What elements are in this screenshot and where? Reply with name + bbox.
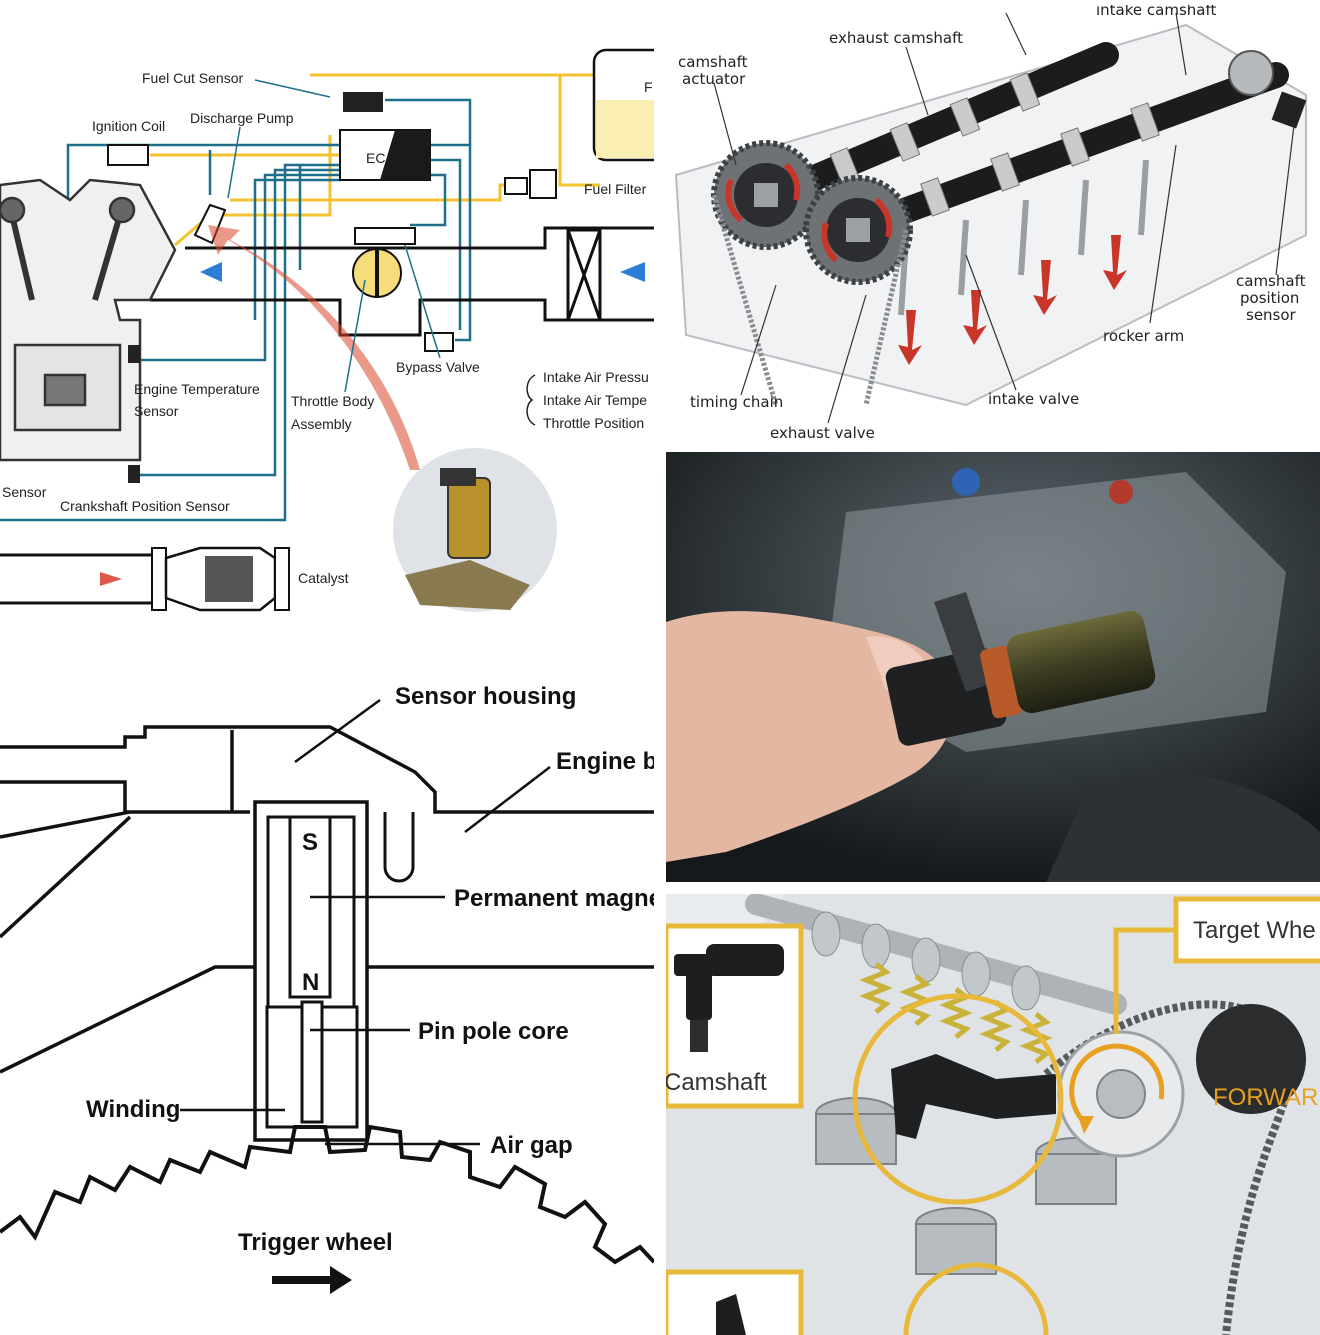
trigger-wheel <box>0 1124 654 1265</box>
forward-label: FORWAR <box>1213 1084 1318 1111</box>
sensor-body <box>253 800 415 1142</box>
pistons <box>815 1097 1117 1275</box>
throttle-body-label-1: Throttle Body <box>291 393 374 409</box>
discharge-pump-label: Discharge Pump <box>190 110 294 126</box>
target-wheel <box>1057 1030 1185 1158</box>
camshaft-position-sensor-icon <box>1228 50 1307 129</box>
exhaust-valve-label: exhaust valve <box>770 424 875 440</box>
engine-temp-label-2: Sensor <box>134 403 179 419</box>
cam-gear <box>1196 1004 1306 1114</box>
crank-sensor <box>885 592 1156 746</box>
sensor-photo-svg <box>666 452 1320 882</box>
leader-lines <box>713 12 1295 424</box>
camshaft-engine-illustration: intake camshaft exhaust camshaft camshaf… <box>666 5 1320 440</box>
bypass-valve-label: Bypass Valve <box>396 359 480 375</box>
fuel-filter-icon <box>504 169 557 199</box>
pole-s-label: S <box>302 829 318 856</box>
sensor-cross-section-svg: S N Sensor housing Engine bl Permanent m… <box>0 683 654 1294</box>
engine-temp-label-1: Engine Temperature <box>134 381 260 397</box>
fuel-tank-label: F <box>644 79 653 95</box>
fuel-filter-label: Fuel Filter <box>584 181 647 197</box>
injector-inset-photo <box>393 448 557 612</box>
engine-temp-sensor-icon <box>128 345 140 363</box>
intake-manifold <box>150 226 654 337</box>
timing-chain-label: timing chain <box>690 393 783 411</box>
fuel-system-svg: EC F <box>0 48 654 612</box>
pin-pole-core-label: Pin pole core <box>418 1018 569 1045</box>
brace <box>526 374 536 426</box>
intake-air-pressure-label: Intake Air Pressu <box>543 369 649 385</box>
callout-circle <box>852 993 1064 1205</box>
target-wheel-illustration: Camshaft Target Whe FORWAR <box>666 894 1320 1335</box>
crankshaft-position-sensor-label: Crankshaft Position Sensor <box>60 498 230 514</box>
discharge-pump-icon <box>193 203 227 245</box>
crankshaft-sensor-icon <box>128 465 140 483</box>
engine-block-label: Engine bl <box>556 748 654 775</box>
permanent-magnet-label: Permanent magnet <box>454 885 654 912</box>
ecu-label: EC <box>366 150 385 166</box>
target-wheel-svg: Camshaft Target Whe FORWAR <box>666 894 1320 1335</box>
cam-pos-sensor-label-3: sensor <box>1246 306 1297 324</box>
target-wheel-callout: Target Whe <box>1113 896 1320 1034</box>
engine-cylinder <box>0 178 177 462</box>
catalyst-label: Catalyst <box>298 570 349 586</box>
ignition-coil-label: Ignition Coil <box>92 118 165 134</box>
camshaft-actuator-label-2: actuator <box>682 70 746 88</box>
camshaft-callout-box: Camshaft <box>666 923 804 1109</box>
hose <box>1046 773 1320 882</box>
cam-pos-sensor-label-1: camshaft <box>1236 272 1306 290</box>
valve-motion-arrows <box>898 235 1127 365</box>
flow-arrow-left <box>200 262 222 282</box>
sensor-on-engine <box>891 1054 1056 1139</box>
throttle-position-label: Throttle Position <box>543 415 644 431</box>
sensor-photo <box>666 452 1320 882</box>
flow-arrow-right <box>620 262 645 282</box>
ecu-box: EC <box>339 129 431 181</box>
sensor-label: Sensor <box>2 484 47 500</box>
lower-sensor-icon <box>716 1294 746 1335</box>
air-gap-label: Air gap <box>490 1132 573 1159</box>
throttle-body <box>352 227 454 352</box>
camshaft-engine-svg: intake camshaft exhaust camshaft camshaf… <box>674 5 1307 440</box>
pole-n-label: N <box>302 969 319 996</box>
leader-lines <box>227 79 441 393</box>
ignition-coil-icon <box>107 144 149 166</box>
camshafts <box>773 42 1289 238</box>
leader-lines <box>180 698 551 1146</box>
camshaft-lobes <box>745 894 1127 1015</box>
fuel-system-diagram: EC F <box>0 0 654 660</box>
sensor-housing-label: Sensor housing <box>395 683 576 710</box>
cam-sprockets <box>711 140 913 285</box>
rocker-arm-label: rocker arm <box>1103 327 1184 345</box>
throttle-body-label-2: Assembly <box>291 416 352 432</box>
intake-air-temp-label: Intake Air Tempe <box>543 392 647 408</box>
trigger-wheel-label: Trigger wheel <box>238 1229 393 1256</box>
exhaust-camshaft-label: exhaust camshaft <box>829 29 963 47</box>
camshaft-sensor-icon <box>674 944 784 1052</box>
reservoir-cap <box>952 468 980 496</box>
exhaust-catalyst <box>0 546 290 612</box>
intake-camshaft-label: intake camshaft <box>1096 5 1216 19</box>
timing-chain <box>711 194 909 406</box>
callout-circle-bottom <box>903 1262 1049 1335</box>
camshaft-label: Camshaft <box>666 1069 767 1096</box>
target-wheel-label: Target Whe <box>1193 917 1316 944</box>
fuel-tank: F <box>592 48 654 162</box>
intake-valve-label: intake valve <box>988 390 1079 408</box>
winding-label: Winding <box>86 1096 180 1123</box>
direction-arrow <box>272 1266 352 1294</box>
fuel-cut-sensor-icon <box>343 92 383 112</box>
fuel-cut-sensor-label: Fuel Cut Sensor <box>142 70 243 86</box>
cam-pos-sensor-label-2: position <box>1240 289 1299 307</box>
sensor-cross-section-diagram: S N Sensor housing Engine bl Permanent m… <box>0 672 654 1335</box>
red-cap <box>1109 480 1133 504</box>
camshaft-actuator-label-1: camshaft <box>678 53 748 71</box>
